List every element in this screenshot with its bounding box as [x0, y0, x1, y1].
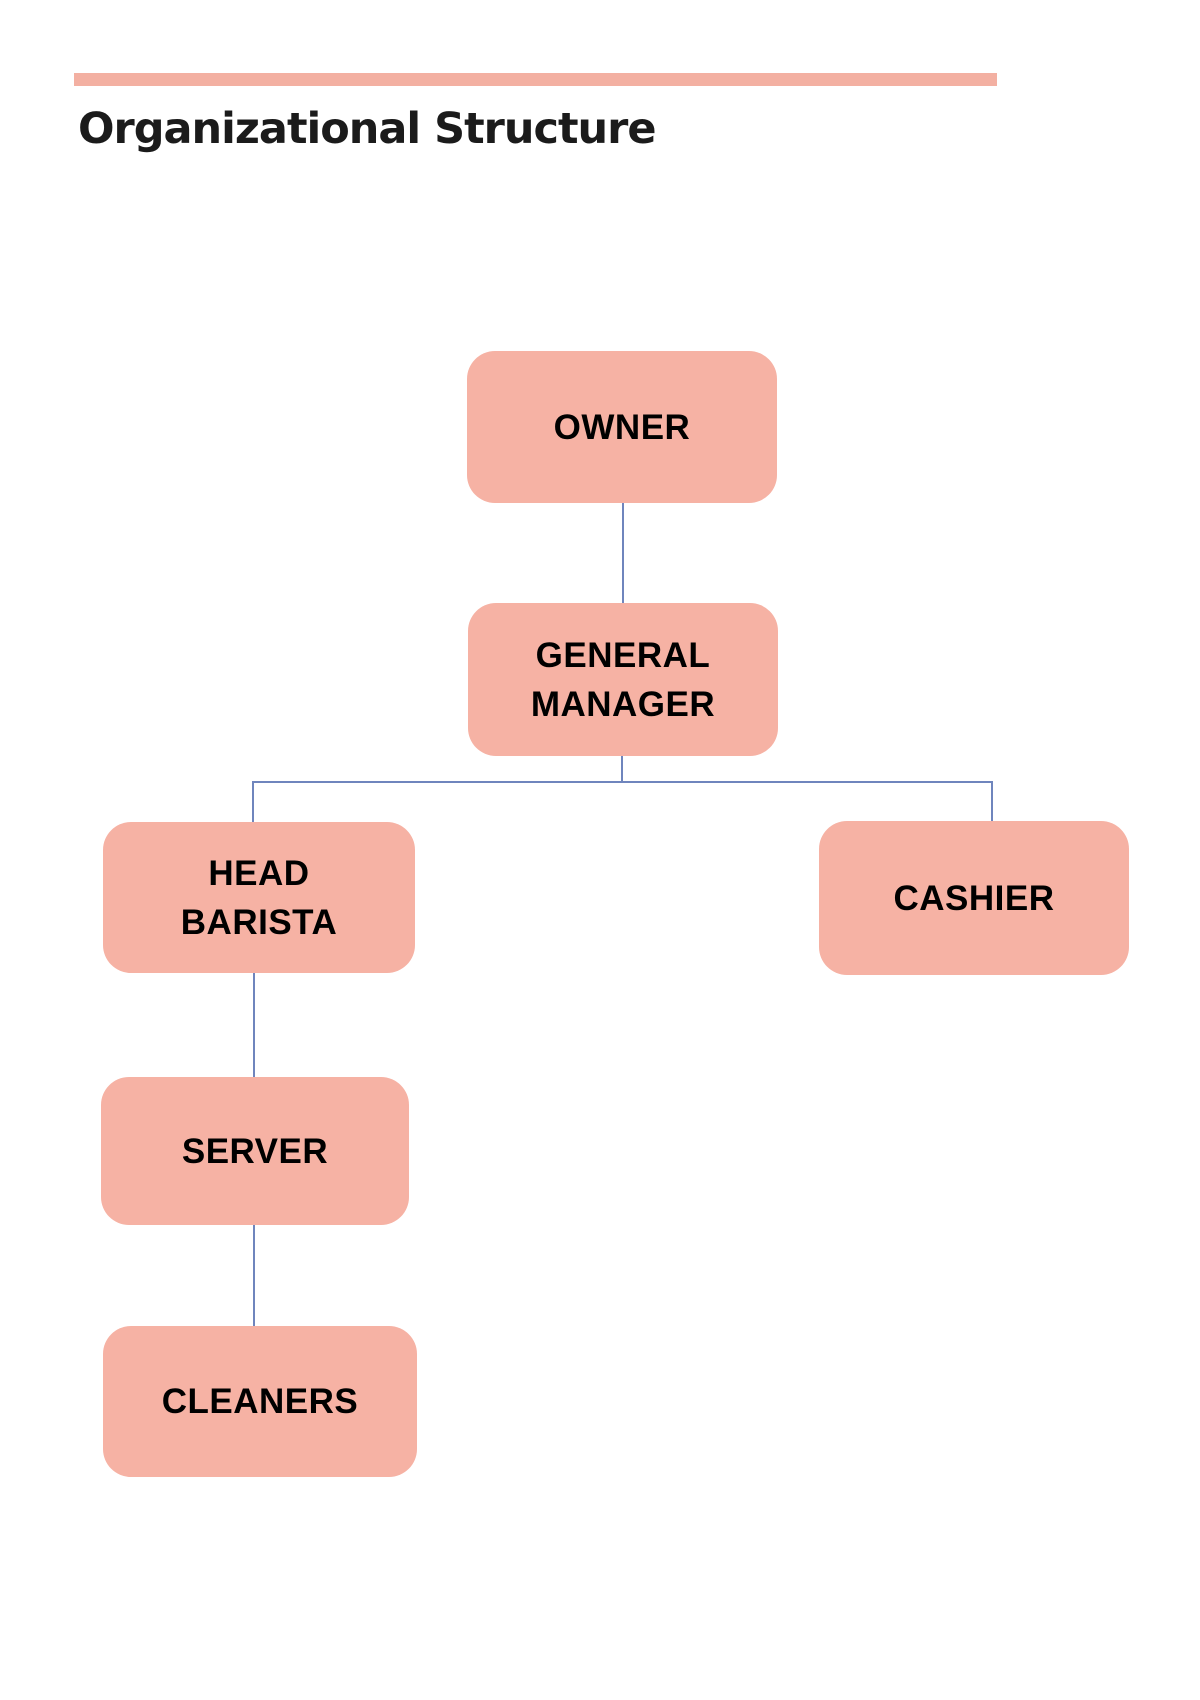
- org-node-cashier: CASHIER: [819, 821, 1129, 975]
- connector-line-server-to-cleaners: [253, 1225, 255, 1326]
- connector-line-owner-to-gm: [622, 503, 624, 603]
- accent-bar: [74, 73, 997, 86]
- org-node-label-owner: OWNER: [553, 407, 691, 447]
- org-node-label-cleaners: CLEANERS: [161, 1382, 359, 1421]
- org-node-label-general-manager: GENERAL MANAGER: [530, 635, 716, 724]
- org-node-owner: OWNER: [467, 351, 777, 503]
- org-node-label-head-barista: HEAD BARISTA: [180, 853, 338, 942]
- connector-line-gm-stub-down: [621, 756, 623, 782]
- org-node-label-server: SERVER: [181, 1131, 329, 1171]
- connector-line-barista-to-server: [253, 973, 255, 1077]
- connector-line-drop-head-barista: [252, 781, 254, 822]
- connector-line-distribution-bar: [252, 781, 991, 783]
- org-node-general-manager: GENERAL MANAGER: [468, 603, 778, 756]
- org-node-cleaners: CLEANERS: [103, 1326, 417, 1477]
- page-title: Organizational Structure: [78, 104, 656, 154]
- org-node-head-barista: HEAD BARISTA: [103, 822, 415, 973]
- connector-line-drop-cashier: [991, 781, 993, 821]
- org-node-server: SERVER: [101, 1077, 409, 1225]
- org-node-label-cashier: CASHIER: [893, 878, 1055, 918]
